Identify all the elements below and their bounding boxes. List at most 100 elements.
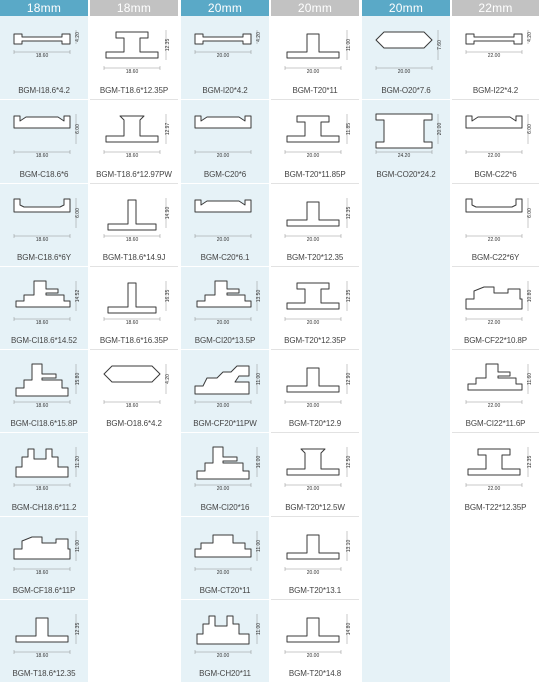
height-dimension-label: 11.00 <box>346 39 352 51</box>
height-dimension-label: 6.00 <box>75 124 81 134</box>
profile-model-label: BGM-T20*12.35 <box>286 252 344 262</box>
height-dimension-label: 11.00 <box>256 622 262 634</box>
height-dimension-label: 7.60 <box>437 40 443 50</box>
profile-drawing: 20.00 14.80 <box>284 613 352 659</box>
height-dimension-label: 11.60 <box>527 373 533 385</box>
column-header: 22mm <box>452 0 539 16</box>
width-dimension-label: 18.60 <box>36 53 49 59</box>
column-header: 20mm <box>271 0 359 16</box>
profile-model-label: BGM-CH18.6*11.2 <box>11 502 77 512</box>
height-dimension-label: 11.00 <box>256 373 262 385</box>
profile-model-label: BGM-O20*7.6 <box>381 86 431 96</box>
profile-outline <box>15 448 69 478</box>
width-dimension-label: 20.00 <box>217 320 230 326</box>
width-dimension-label: 20.00 <box>307 653 320 659</box>
profile-outline <box>105 31 159 59</box>
height-dimension-label: 11.85 <box>346 123 352 135</box>
profile-model-label: BGM-T18.6*14.9J <box>102 252 166 262</box>
profile-model-label: BGM-CF20*11PW <box>193 419 257 429</box>
profile-model-label: BGM-C20*6 <box>203 169 247 179</box>
profile-outline <box>107 199 157 230</box>
profile-model-label: BGM-T20*14.8 <box>288 669 342 678</box>
profile-drawing: 20.00 <box>194 115 252 159</box>
height-dimension-label: 20.00 <box>437 123 443 136</box>
profile-model-label: BGM-T20*13.1 <box>288 585 342 595</box>
height-dimension-label: 6.00 <box>527 207 533 217</box>
width-dimension-label: 18.60 <box>36 486 49 492</box>
profile-model-label: BGM-CF18.6*11P <box>12 585 76 595</box>
width-dimension-label: 18.60 <box>126 403 139 409</box>
height-dimension-label: 16.00 <box>256 456 262 469</box>
profile-outline <box>15 363 69 397</box>
profile-outline <box>13 115 71 129</box>
width-dimension-label: 18.60 <box>36 570 49 576</box>
profile-model-label: BGM-CH20*11 <box>199 669 251 678</box>
profile-outline <box>194 199 252 212</box>
height-dimension-label: 14.52 <box>75 289 81 302</box>
height-dimension-label: 12.35 <box>165 39 171 52</box>
column-header: 18mm <box>0 0 88 16</box>
height-dimension-label: 12.35 <box>346 289 352 302</box>
profile-outline <box>103 365 161 383</box>
profile-drawing: 18.60 14.52 <box>13 280 81 326</box>
profile-outline <box>286 617 340 643</box>
profile-model-label: BGM-T20*12.9 <box>288 419 342 429</box>
profile-outline <box>465 115 523 129</box>
width-dimension-label: 18.60 <box>126 237 139 243</box>
width-dimension-label: 24.20 <box>398 153 411 159</box>
profile-drawing: 20.00 13.50 <box>194 280 262 326</box>
height-dimension-label: 11.00 <box>256 539 262 551</box>
profile-model-label: BGM-O18.6*4.2 <box>106 419 162 429</box>
profile-model-label: BGM-C22*6 <box>474 169 517 179</box>
profile-model-label: BGM-T18.6*16.35P <box>99 336 169 345</box>
width-dimension-label: 20.00 <box>307 153 320 159</box>
width-dimension-label: 18.60 <box>126 153 139 159</box>
height-dimension-label: 13.50 <box>256 289 262 302</box>
width-dimension-label: 18.60 <box>36 237 49 243</box>
profile-drawing: 18.604.20 <box>103 364 171 409</box>
height-dimension-label: 12.50 <box>346 456 352 469</box>
profile-drawing: 20.004.20 <box>194 30 262 59</box>
profile-outline <box>286 282 340 310</box>
profile-model-label: BGM-CT20*11 <box>199 585 251 595</box>
profile-outline <box>13 198 71 212</box>
profile-model-label: BGM-C20*6.1 <box>200 252 250 262</box>
profile-model-label: BGM-CI18.6*15.8P <box>10 419 78 429</box>
profile-outline <box>286 534 340 559</box>
height-dimension-label: 11.00 <box>75 539 81 551</box>
height-dimension-label: 14.90 <box>165 206 171 219</box>
profile-outline <box>286 448 340 476</box>
width-dimension-label: 18.60 <box>36 320 49 326</box>
profile-model-label: BGM-CI20*16 <box>200 502 250 512</box>
width-dimension-label: 20.00 <box>307 403 320 409</box>
profile-model-label: BGM-CF22*10.8P <box>463 336 528 345</box>
height-dimension-label: 12.90 <box>346 373 352 386</box>
height-dimension-label: 14.80 <box>346 622 352 635</box>
profile-outline <box>105 115 159 143</box>
profile-drawing: 20.00 11.85 <box>284 114 352 159</box>
height-dimension-label: 10.80 <box>527 289 533 302</box>
